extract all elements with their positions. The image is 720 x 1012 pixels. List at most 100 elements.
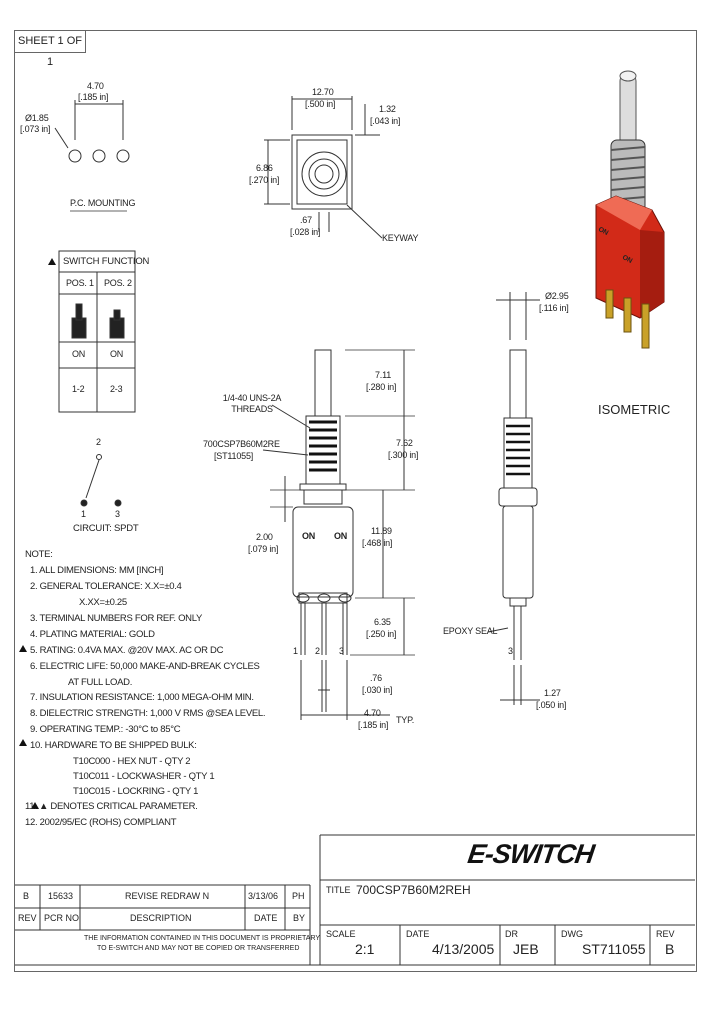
- pc-hole-1: [68, 149, 82, 163]
- pc-dim1-in: [.185 in]: [78, 92, 109, 102]
- circuit-label: CIRCUIT: SPDT: [73, 523, 139, 534]
- pc-dim1-mm: 4.70: [87, 81, 104, 91]
- scale-value: 2:1: [355, 941, 375, 957]
- rev-label: REV: [656, 929, 675, 939]
- note-7: 7. INSULATION RESISTANCE: 1,000 MEGA-OHM…: [30, 692, 254, 703]
- front-dim-left-in: [.079 in]: [248, 544, 279, 554]
- switch-function-title: SWITCH FUNCTION: [63, 256, 150, 267]
- side-pin-3: 3: [508, 646, 513, 656]
- rev-header-rev: REV: [18, 913, 37, 923]
- top-bottom-in: [.028 in]: [290, 227, 321, 237]
- note-10b: T10C011 - LOCKWASHER - QTY 1: [73, 771, 215, 782]
- rev-row-by: PH: [292, 891, 305, 901]
- note-12: 12. 2002/95/EC (ROHS) COMPLIANT: [25, 817, 177, 828]
- pc-dim2-in: [.073 in]: [20, 124, 51, 134]
- pc-hole-2: [92, 149, 106, 163]
- front-pin-2: 2: [315, 646, 320, 656]
- front-dim-body-mm: 11.89: [371, 526, 392, 536]
- note-3: 3. TERMINAL NUMBERS FOR REF. ONLY: [30, 613, 203, 624]
- top-height-mm: 6.86: [256, 163, 273, 173]
- front-typ: TYP.: [396, 715, 415, 725]
- isometric-render: [595, 70, 665, 349]
- rev-header-desc: DESCRIPTION: [130, 913, 192, 923]
- note-11: 11. ▲ DENOTES CRITICAL PARAMETER.: [25, 801, 198, 812]
- front-on-1: ON: [302, 531, 316, 541]
- top-right-in: [.043 in]: [370, 116, 401, 126]
- top-height-in: [.270 in]: [249, 175, 280, 185]
- keyway-label: KEYWAY: [382, 233, 419, 243]
- rev-header-pcr: PCR NO: [44, 913, 80, 923]
- top-right-mm: 1.32: [379, 104, 396, 114]
- front-dim-top-mm: 7.11: [375, 370, 392, 380]
- circuit-pin-2: 2: [96, 437, 101, 447]
- switch-pos2-state: ON: [110, 349, 124, 359]
- date-value: 4/13/2005: [432, 941, 495, 957]
- circuit-pin-3: 3: [115, 509, 120, 519]
- rev-row-date: 3/13/06: [248, 891, 279, 901]
- dr-label: DR: [505, 929, 518, 939]
- front-pin-3: 3: [339, 646, 344, 656]
- date-label: DATE: [406, 929, 430, 939]
- top-width-mm: 12.70: [312, 87, 334, 97]
- side-dim-mm: 1.27: [544, 688, 561, 698]
- side-dim-in: [.050 in]: [536, 700, 567, 710]
- isometric-label: ISOMETRIC: [598, 402, 671, 417]
- switch-pos2-header: POS. 2: [104, 278, 132, 288]
- front-pin-1: 1: [293, 646, 298, 656]
- circuit-pin-1: 1: [81, 509, 86, 519]
- front-dim-mid-mm: 7.62: [396, 438, 413, 448]
- sheet-label: SHEET 1 OF 1: [15, 31, 86, 68]
- switch-pos2-terminals: 2-3: [110, 384, 123, 394]
- front-on-2: ON: [334, 531, 348, 541]
- front-dim-mid-in: [.300 in]: [388, 450, 419, 460]
- threads-label: 1/4-40 UNS-2A THREADS: [222, 393, 282, 414]
- front-dim-pin-mm: 6.35: [374, 617, 391, 627]
- drawing-frame: [14, 30, 697, 972]
- switch-pos1-terminals: 1-2: [72, 384, 85, 394]
- note-8: 8. DIELECTRIC STRENGTH: 1,000 V RMS @SEA…: [30, 708, 266, 719]
- pc-hole-3: [116, 149, 130, 163]
- note-6b: AT FULL LOAD.: [68, 677, 133, 688]
- front-dim-body-in: [.468 in]: [362, 538, 393, 548]
- rev-row-pcr: 15633: [48, 891, 74, 901]
- note-9: 9. OPERATING TEMP.: -30°C to 85°C: [30, 724, 181, 735]
- rev-header-date: DATE: [254, 913, 278, 923]
- note-5: 5. RATING: 0.4VA MAX. @20V MAX. AC OR DC: [30, 645, 224, 656]
- dr-value: JEB: [513, 941, 539, 957]
- note-heading: NOTE:: [25, 549, 53, 560]
- rev-row-desc: REVISE REDRAW N: [125, 891, 210, 901]
- front-dim-w1-mm: .76: [370, 673, 382, 683]
- disclaimer-line-1: THE INFORMATION CONTAINED IN THIS DOCUME…: [84, 935, 321, 942]
- rev-row-rev: B: [23, 891, 30, 901]
- title-label: TITLE: [326, 885, 351, 895]
- switch-pos1-header: POS. 1: [66, 278, 94, 288]
- note-1: 1. ALL DIMENSIONS: MM [INCH]: [30, 565, 164, 576]
- rev-value: B: [665, 941, 675, 957]
- side-dia-mm: Ø2.95: [545, 291, 569, 301]
- pc-mounting-label: P.C. MOUNTING: [70, 198, 136, 208]
- dwg-label: DWG: [561, 929, 583, 939]
- title-value: 700CSP7B60M2REH: [356, 883, 471, 897]
- note-2b: X.XX=±0.25: [79, 597, 127, 608]
- top-width-in: [.500 in]: [305, 99, 336, 109]
- note-2: 2. GENERAL TOLERANCE: X.X=±0.4: [30, 581, 182, 592]
- front-dim-pin-in: [.250 in]: [366, 629, 397, 639]
- switch-pos1-state: ON: [72, 349, 86, 359]
- front-part-ref-sub: [ST11055]: [214, 451, 254, 461]
- dwg-value: ST711055: [582, 941, 646, 957]
- disclaimer-line-2: TO E-SWITCH AND MAY NOT BE COPIED OR TRA…: [97, 945, 300, 952]
- e-switch-logo: E-SWITCH: [465, 839, 596, 869]
- front-dim-w1-in: [.030 in]: [362, 685, 393, 695]
- front-dim-w2-mm: 4.70: [364, 708, 381, 718]
- note-4: 4. PLATING MATERIAL: GOLD: [30, 629, 155, 640]
- pc-dim2-mm: Ø1.85: [25, 113, 49, 123]
- side-dia-in: [.116 in]: [539, 303, 569, 313]
- top-bottom-mm: .67: [300, 215, 312, 225]
- note-10c: T10C015 - LOCKRING - QTY 1: [73, 786, 199, 797]
- rev-header-by: BY: [293, 913, 306, 923]
- scale-label: SCALE: [326, 929, 356, 939]
- top-view-body: [291, 134, 353, 210]
- front-part-ref: 700CSP7B60M2RE: [203, 439, 280, 449]
- note-10a: T10C000 - HEX NUT - QTY 2: [73, 756, 191, 767]
